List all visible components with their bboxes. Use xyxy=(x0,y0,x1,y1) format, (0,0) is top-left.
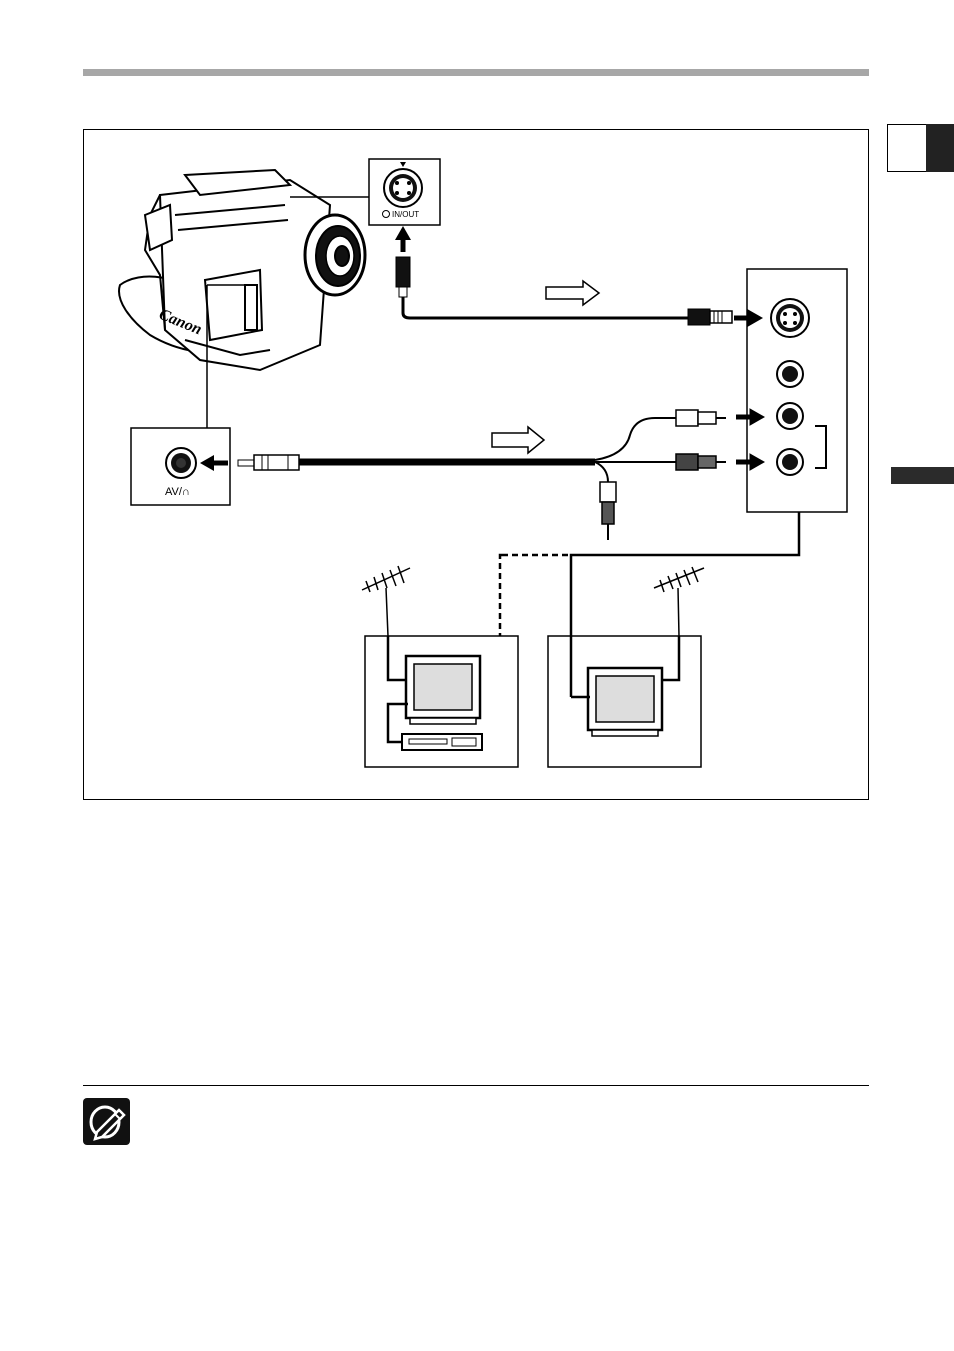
input-terminal-panel xyxy=(747,269,847,512)
tv-icon xyxy=(406,656,480,724)
s-video-terminal-callout: IN/OUT xyxy=(369,159,440,225)
s-video-terminal-label: IN/OUT xyxy=(392,210,419,219)
av-cable xyxy=(238,410,726,540)
av-terminal-callout: AV/∩ xyxy=(131,428,230,505)
vcr-icon xyxy=(402,734,482,750)
av-terminal-label: AV/∩ xyxy=(165,486,190,498)
tv-icon xyxy=(588,668,662,736)
antenna-icon xyxy=(362,566,410,636)
camcorder-icon: Canon xyxy=(119,170,365,370)
signal-direction-arrow-icon xyxy=(492,281,599,453)
note-pencil-icon xyxy=(83,1098,130,1145)
av-jack-icon xyxy=(166,448,196,478)
note-separator-rule xyxy=(83,1085,869,1086)
antenna-icon xyxy=(654,567,704,636)
s-video-jack-icon xyxy=(384,169,422,207)
